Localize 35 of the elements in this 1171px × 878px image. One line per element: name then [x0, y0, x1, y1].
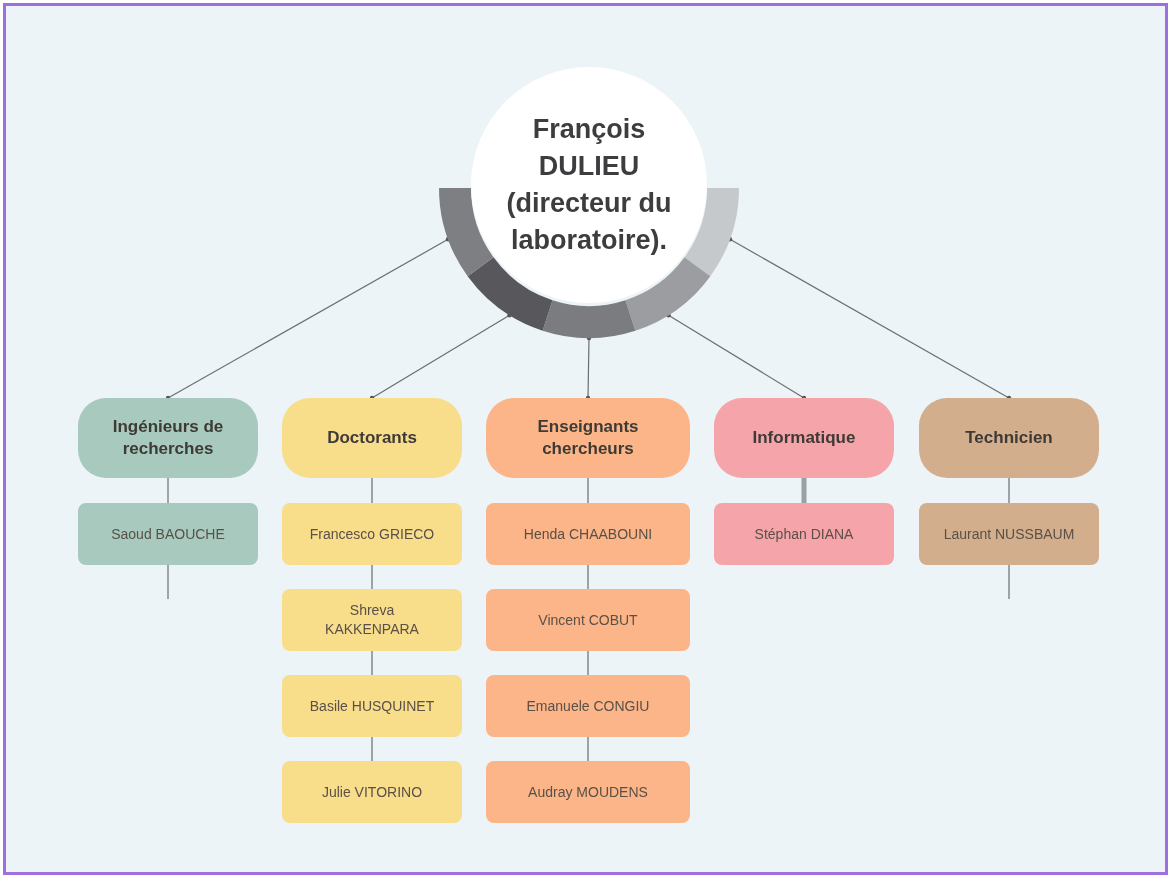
connector-line	[369, 313, 512, 401]
group-box: Informatique	[714, 398, 894, 478]
member-box: Audray MOUDENS	[486, 761, 690, 823]
connector-line	[585, 335, 592, 401]
member-box: Emanuele CONGIU	[486, 675, 690, 737]
member-box: Shreva KAKKENPARA	[282, 589, 462, 651]
connector-line	[801, 478, 807, 503]
group-box: Technicien	[919, 398, 1099, 478]
connector-line	[165, 237, 451, 401]
director-circle	[438, 67, 740, 339]
connector-line	[167, 477, 169, 504]
dangling-line	[167, 564, 169, 600]
connector-line	[587, 477, 589, 504]
connector-line	[371, 477, 373, 504]
connector-line	[371, 736, 373, 762]
member-box: Saoud BAOUCHE	[78, 503, 258, 565]
member-box: Julie VITORINO	[282, 761, 462, 823]
connector-line	[371, 650, 373, 676]
connector-line	[666, 313, 807, 401]
group-box: Doctorants	[282, 398, 462, 478]
group-box: Enseignants chercheurs	[486, 398, 690, 478]
connector-line	[371, 564, 373, 590]
member-box: Francesco GRIECO	[282, 503, 462, 565]
director-name: François DULIEU (directeur du laboratoire).	[505, 113, 673, 257]
member-box: Basile HUSQUINET	[282, 675, 462, 737]
connector-line	[1008, 477, 1010, 504]
member-box: Henda CHAABOUNI	[486, 503, 690, 565]
member-box: Vincent COBUT	[486, 589, 690, 651]
connector-line	[587, 650, 589, 676]
connector-line	[587, 564, 589, 590]
dangling-line	[1008, 564, 1010, 600]
member-box: Laurant NUSSBAUM	[919, 503, 1099, 565]
group-box: Ingénieurs de recherches	[78, 398, 258, 478]
connector-line	[587, 736, 589, 762]
member-box: Stéphan DIANA	[714, 503, 894, 565]
